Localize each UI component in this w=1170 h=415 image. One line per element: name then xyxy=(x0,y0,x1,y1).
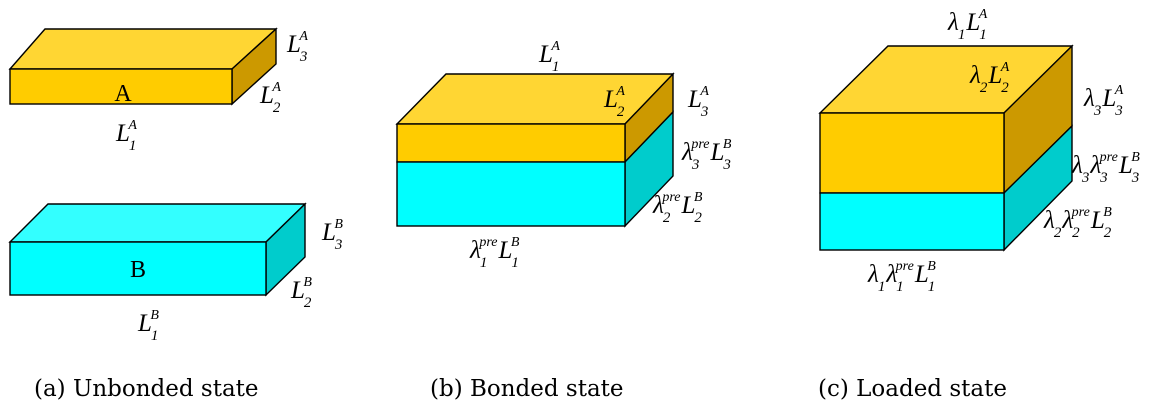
label-loaded-a-width: λ2L2A xyxy=(969,60,1010,96)
loaded-stack xyxy=(818,44,1074,252)
caption-loaded-state: (c) Loaded state xyxy=(818,376,1007,402)
label-b-width: L2B xyxy=(290,275,312,311)
label-a-length: L1A xyxy=(115,118,137,154)
block-a-front-face xyxy=(9,68,233,105)
label-bonded-b-width: λ2preL2B xyxy=(652,190,703,226)
label-loaded-b-length: λ1λ1preL1B xyxy=(867,259,936,295)
block-a-top-face xyxy=(8,28,278,70)
block-b-front-face xyxy=(9,241,267,296)
panel-a: A L3A L2A L1A B L3B L2B L1B (a) Unbonded xyxy=(8,27,343,402)
label-a-width: L2A xyxy=(259,80,281,116)
loaded-a-front-face xyxy=(819,112,1005,194)
bonded-a-front-face xyxy=(396,123,626,163)
loaded-b-front-face xyxy=(819,192,1005,251)
panel-c: λ1L1A λ2L2A λ3L3A λ3λ3preL3B λ2λ2preL2B … xyxy=(818,7,1140,402)
caption-unbonded-state: (a) Unbonded state xyxy=(34,376,259,402)
label-b-height: L3B xyxy=(321,217,343,253)
label-loaded-b-height: λ3λ3preL3B xyxy=(1071,150,1140,186)
bonded-b-front-face xyxy=(396,161,626,227)
block-b-top-face xyxy=(8,203,307,243)
label-loaded-b-width: λ2λ2preL2B xyxy=(1043,205,1112,241)
block-a-unbonded: A xyxy=(8,27,278,107)
panel-b: L1A L2A L3A λ3preL3B λ2preL2B λ1preL1B (… xyxy=(395,39,732,402)
bonded-stack xyxy=(395,72,675,228)
label-b-length: L1B xyxy=(137,308,159,344)
label-loaded-a-height: λ3L3A xyxy=(1083,83,1124,119)
label-bonded-a-height: L3A xyxy=(687,84,709,120)
label-bonded-a-length: L1A xyxy=(538,39,560,75)
label-bonded-b-length: λ1preL1B xyxy=(469,235,520,271)
label-loaded-a-length: λ1L1A xyxy=(947,7,988,43)
label-a-height: L3A xyxy=(286,29,308,65)
block-a-name: A xyxy=(114,81,132,107)
block-b-unbonded: B xyxy=(8,202,307,297)
block-b-name: B xyxy=(130,257,146,283)
label-bonded-b-height: λ3preL3B xyxy=(681,137,732,173)
label-bonded-a-width: L2A xyxy=(603,84,625,120)
caption-bonded-state: (b) Bonded state xyxy=(430,376,624,402)
